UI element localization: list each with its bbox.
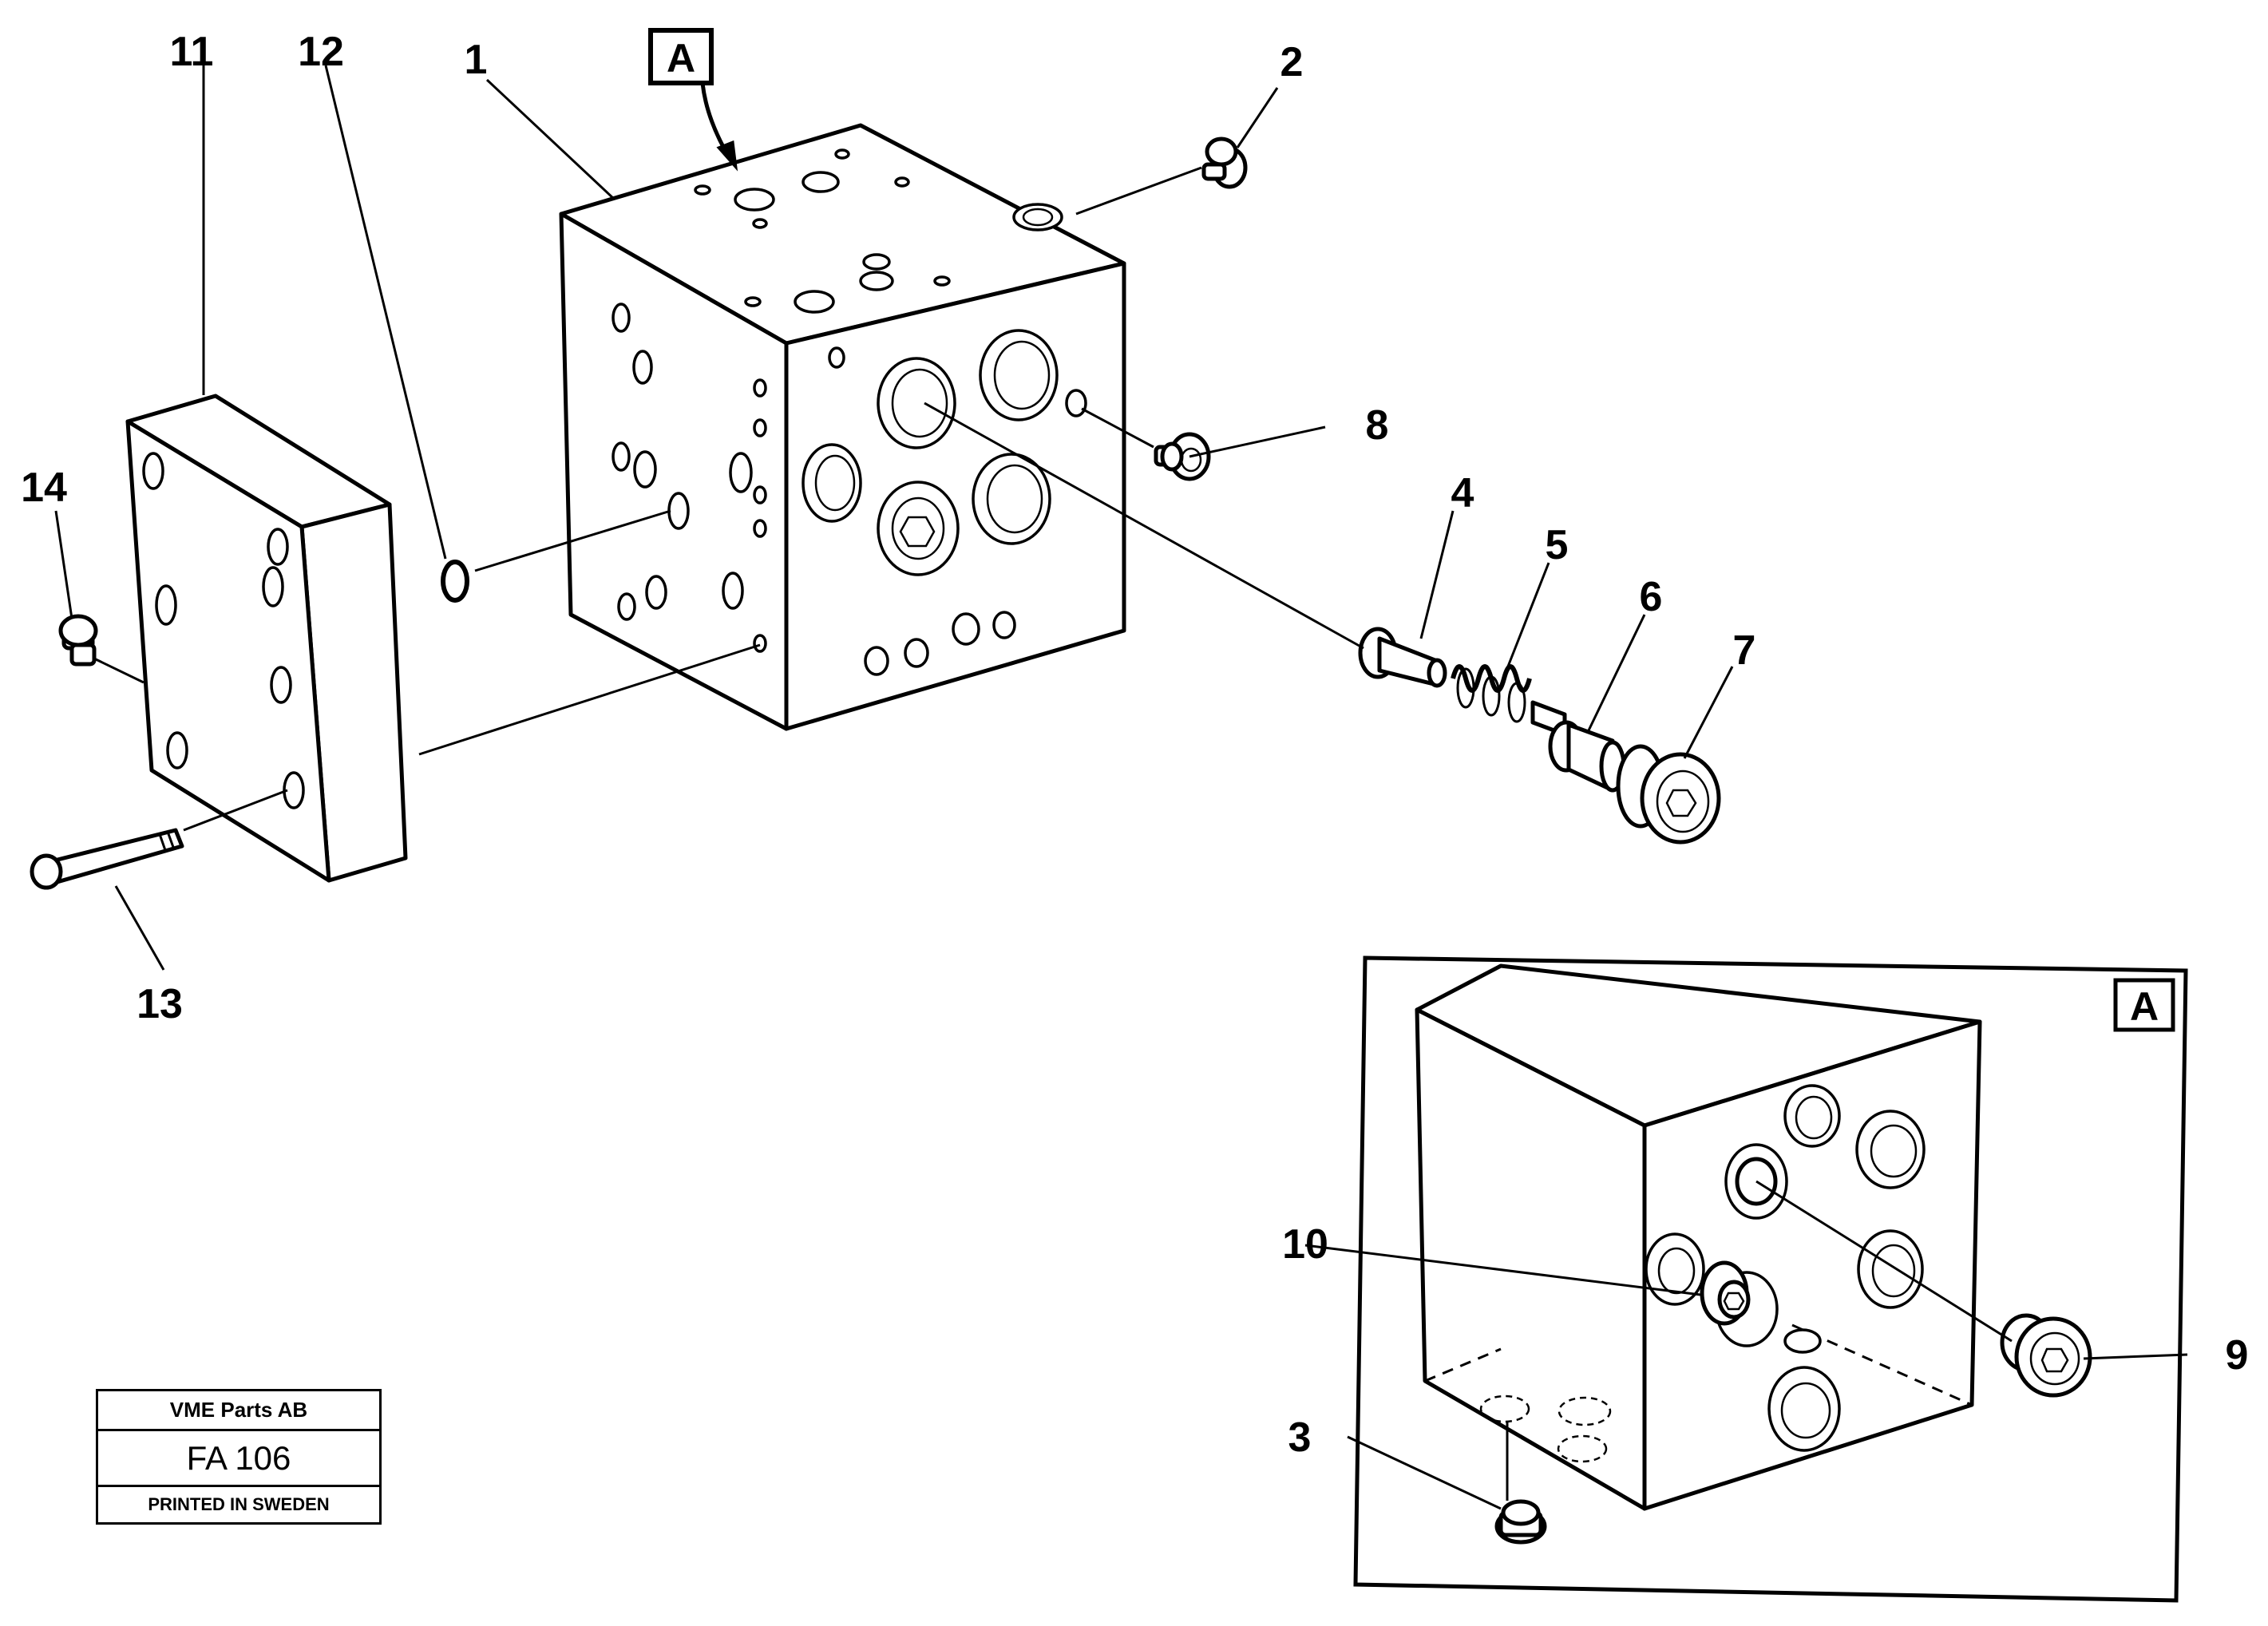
callout-3: 3 — [1288, 1414, 1312, 1461]
detail-marker-label: A — [2130, 984, 2159, 1029]
o-ring — [441, 560, 469, 603]
callout-14: 14 — [21, 465, 67, 511]
printed-note: PRINTED IN SWEDEN — [148, 1494, 330, 1514]
callout-5: 5 — [1546, 522, 1569, 568]
plug-3 — [1494, 1499, 1547, 1545]
leader-lines — [54, 60, 1734, 971]
plug-9 — [2000, 1313, 2092, 1398]
callout-4: 4 — [1451, 470, 1474, 516]
callout-9: 9 — [2226, 1332, 2249, 1379]
callout-11: 11 — [170, 29, 214, 75]
callout-7: 7 — [1733, 627, 1756, 674]
plug-14 — [58, 614, 98, 667]
callout-10: 10 — [1282, 1221, 1328, 1268]
valve-seat-4 — [1358, 627, 1447, 688]
view-marker-a: A — [648, 28, 738, 172]
top-face-ports — [694, 148, 1063, 314]
callout-1: 1 — [465, 37, 488, 83]
callout-8: 8 — [1366, 402, 1389, 449]
view-marker-label: A — [667, 36, 695, 81]
left-face-ports — [612, 303, 767, 653]
spring-5 — [1451, 664, 1532, 723]
callout-labels: 1 2 3 4 5 6 7 8 9 10 11 12 13 14 — [21, 29, 2248, 1461]
plug-2 — [1201, 136, 1248, 189]
front-face-ports — [802, 329, 1087, 676]
valve-cap-7 — [1616, 744, 1721, 845]
drawing-number: FA 106 — [98, 1431, 379, 1487]
callout-6: 6 — [1640, 574, 1663, 620]
company-name: VME Parts AB — [98, 1391, 379, 1431]
plug-10 — [1700, 1260, 1751, 1326]
bolt-13 — [30, 828, 184, 890]
callout-12: 12 — [298, 29, 344, 75]
detail-view-a: A — [1304, 955, 2188, 1603]
end-plate — [125, 394, 408, 883]
callout-2: 2 — [1280, 39, 1304, 85]
title-block: VME Parts AB FA 106 PRINTED IN SWEDEN — [96, 1389, 382, 1525]
valve-poppet-6 — [1530, 700, 1626, 793]
valve-block — [559, 123, 1126, 731]
valve-cartridge — [1358, 627, 1721, 845]
callout-13: 13 — [137, 981, 183, 1027]
plug-8 — [1154, 432, 1211, 481]
